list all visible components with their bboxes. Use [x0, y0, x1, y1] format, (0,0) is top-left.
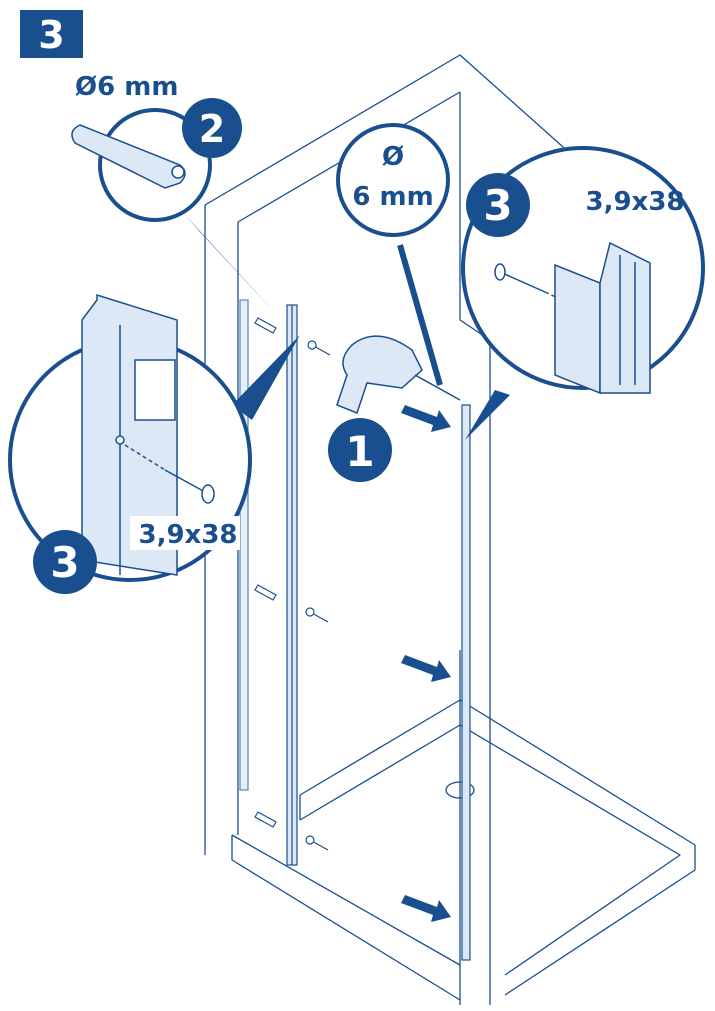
dowel-bottom	[254, 811, 277, 828]
shower-drain	[445, 781, 475, 799]
screw-right-step-number: 3	[483, 181, 512, 230]
drill-size-detail: Ø 6 mm	[336, 123, 450, 237]
dowel-icon	[71, 124, 186, 189]
drill-diameter-symbol: Ø	[382, 142, 404, 172]
base-plinth-top	[231, 834, 461, 966]
wall-top-edge	[204, 54, 601, 206]
screw-bottom	[305, 835, 329, 851]
drill-tool	[336, 244, 461, 414]
dowel-screws-left	[254, 317, 331, 851]
drill-pointer	[397, 244, 443, 386]
screw-left-detail: 3,9x38 3	[8, 293, 252, 594]
arrow-drill-middle	[401, 655, 451, 682]
step-badge	[20, 10, 83, 58]
screw-right-size-label: 3,9x38	[585, 187, 684, 217]
shower-tray-outer	[299, 699, 696, 996]
screw-left-label-bg	[130, 516, 240, 550]
screw-top	[307, 340, 331, 356]
screw-left-icon	[124, 444, 215, 504]
screw-left-callout-pointer	[232, 335, 300, 420]
screw-left-step-badge	[33, 530, 97, 594]
drill-size-label: 6 mm	[352, 182, 433, 212]
arrow-drill-top	[401, 405, 451, 432]
dowel-middle	[254, 584, 277, 601]
base-plinth	[231, 835, 461, 1001]
profile-right-detail	[554, 241, 651, 395]
screw-right-detail: 3,9x38 3	[461, 146, 705, 395]
profile-left-detail	[81, 293, 178, 576]
wall-strip-left	[239, 299, 249, 791]
step-number: 3	[38, 13, 64, 57]
drill-step-number: 1	[345, 427, 374, 476]
screw-left-step-number: 3	[50, 538, 79, 587]
anchor-size-label: Ø6 mm	[75, 72, 178, 102]
screw-middle	[305, 607, 329, 623]
step-header: 3	[20, 10, 83, 58]
arrow-drill-bottom	[401, 895, 451, 922]
anchor-step-number: 2	[199, 107, 225, 151]
wall-profile-right	[461, 404, 471, 961]
shower-tray-inner	[299, 724, 681, 976]
drill-arrows	[401, 405, 451, 922]
anchor-callout-pointer	[185, 215, 280, 318]
drill-step: 1	[328, 418, 392, 482]
drill-bit	[414, 374, 461, 401]
anchor-detail: Ø6 mm 2	[71, 72, 242, 222]
screw-left-size-label: 3,9x38	[138, 520, 237, 550]
dowel-top	[254, 317, 277, 334]
drill-body	[336, 335, 423, 414]
anchor-step-badge	[182, 98, 242, 158]
drill-size-circle	[336, 123, 450, 237]
profile-right-body	[461, 404, 471, 961]
screw-right-callout-pointer	[465, 390, 510, 440]
screw-right-step-badge	[466, 173, 530, 237]
drill-step-badge	[328, 418, 392, 482]
